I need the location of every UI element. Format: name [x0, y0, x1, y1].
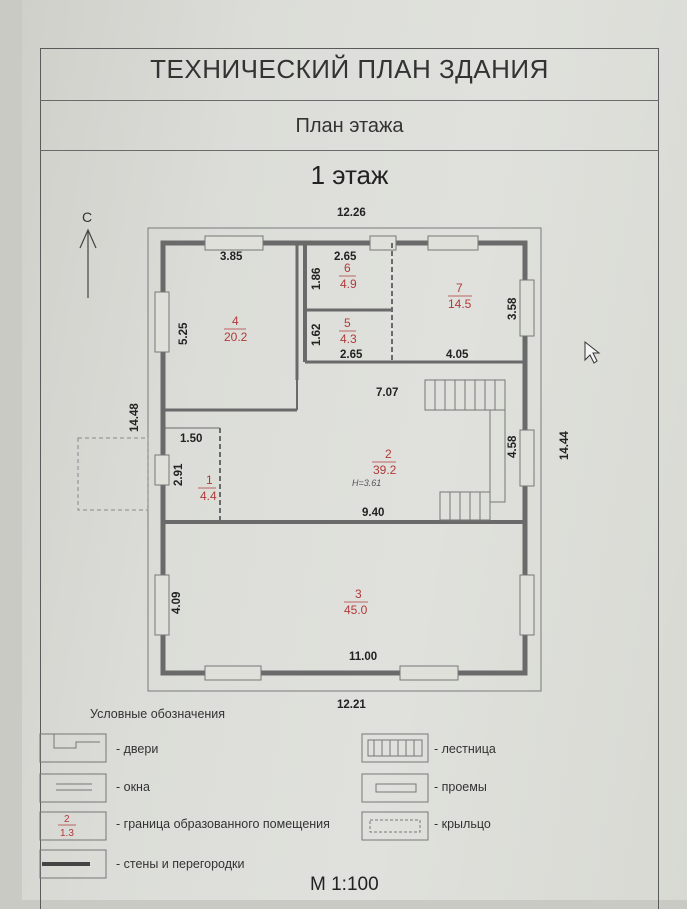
dim-room6-width: 2.65 [334, 251, 357, 263]
dim-room5-height: 1.62 [311, 324, 323, 346]
room-number: 4 [232, 314, 239, 328]
legend-boundary-area: 1.3 [60, 828, 74, 839]
legend-title: Условные обозначения [90, 707, 226, 721]
room-number: 1 [206, 473, 213, 487]
room-area: 4.3 [340, 332, 357, 346]
legend-boundary-num: 2 [64, 814, 70, 825]
scale-label: М 1:100 [310, 874, 379, 895]
staircase [424, 379, 506, 521]
room-area: 4.4 [200, 489, 217, 503]
height-note: Н=3.61 [352, 478, 381, 488]
dim-room7-width: 4.05 [446, 349, 469, 361]
legend-porch: - крыльцо [434, 817, 491, 831]
subtitle-divider [40, 150, 659, 151]
room-labels: 4 20.2 6 4.9 5 4.3 7 14.5 2 39.2 Н=3.61 … [198, 261, 472, 617]
legend-stairs: - лестница [434, 742, 496, 756]
dim-room4-width: 3.85 [220, 251, 243, 263]
dim-stair-height: 4.58 [507, 435, 519, 458]
legend-walls: - стены и перегородки [116, 857, 245, 871]
dim-room5-width: 2.65 [340, 349, 363, 361]
room-number: 6 [344, 261, 351, 275]
dim-room1-width: 1.50 [180, 433, 202, 445]
dim-hall-bottom-width: 9.40 [362, 507, 384, 519]
dim-room7-height: 3.58 [507, 297, 519, 320]
sheet-frame [40, 48, 659, 909]
legend-symbols [39, 733, 429, 879]
legend-openings: - проемы [434, 780, 487, 794]
room-area: 20.2 [224, 330, 248, 344]
page-subtitle: План этажа [295, 115, 404, 137]
outer-boundary [147, 227, 542, 692]
dim-room4-height: 5.25 [178, 322, 190, 345]
north-arrow-icon: С [79, 209, 97, 298]
page-title: ТЕХНИЧЕСКИЙ ПЛАН ЗДАНИЯ [150, 54, 549, 84]
dim-room6-height: 1.86 [311, 268, 323, 290]
dim-room3-width: 11.00 [349, 651, 377, 663]
legend-doors: - двери [116, 742, 159, 756]
legend-windows: - окна [116, 780, 150, 794]
title-divider [40, 100, 659, 101]
window-marks [154, 235, 535, 681]
porch [77, 437, 149, 511]
north-label: С [82, 209, 92, 225]
dim-overall-bottom: 12.21 [337, 699, 366, 711]
room-area: 14.5 [448, 297, 472, 311]
dim-overall-right: 14.44 [559, 431, 571, 460]
room-number: 3 [355, 587, 362, 601]
room-area: 39.2 [373, 463, 397, 477]
room-number: 7 [456, 281, 463, 295]
legend-room-boundary: - граница образованного помещения [116, 817, 330, 831]
dim-hall-width: 7.07 [376, 387, 398, 399]
dim-overall-left: 14.48 [129, 403, 141, 432]
interior-walls [163, 243, 525, 524]
room-area: 45.0 [344, 603, 368, 617]
room-number: 2 [385, 447, 392, 461]
floor-label: 1 этаж [310, 160, 389, 190]
dim-room1-height: 2.91 [173, 463, 185, 486]
room-area: 4.9 [340, 277, 357, 291]
dim-overall-top: 12.26 [337, 207, 366, 219]
mouse-cursor-icon [584, 340, 601, 364]
dim-room3-height: 4.09 [171, 592, 183, 614]
room-number: 5 [344, 316, 351, 330]
